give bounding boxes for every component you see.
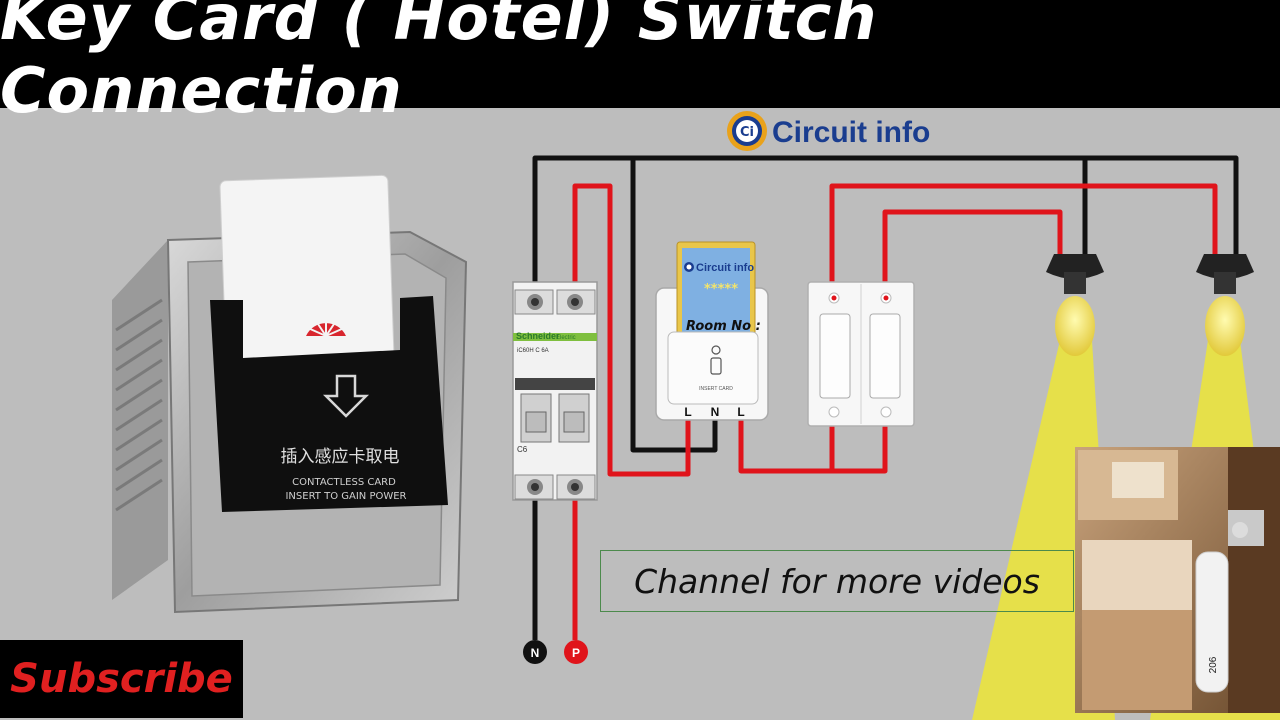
- light-bulb-2: [1196, 254, 1254, 356]
- phase-terminal: P: [564, 640, 588, 664]
- keycard-label-en-2: INSERT TO GAIN POWER: [285, 491, 406, 502]
- channel-promo-text: Channel for more videos: [634, 561, 1040, 601]
- keycard-label-en-1: CONTACTLESS CARD: [292, 477, 396, 488]
- brand-logo-mark: Ci: [740, 125, 754, 140]
- room-card-number: Room No :: [686, 319, 761, 334]
- door-tag-number: 206: [1208, 656, 1219, 673]
- room-card-brand: Circuit info: [696, 262, 754, 274]
- light-switch-2: [869, 313, 901, 399]
- phase-wires: [572, 183, 1218, 640]
- light-bulb-1: [1046, 254, 1104, 356]
- terminal-label-l1: L: [684, 405, 691, 419]
- keycard-product-image: 插入感应卡取电 CONTACTLESS CARD INSERT TO GAIN …: [112, 174, 468, 614]
- down-arrow-icon: [322, 374, 370, 418]
- page-title: Key Card ( Hotel) Switch Connection: [0, 0, 878, 127]
- mcb-sub-brand: Electric: [556, 335, 576, 341]
- room-card-stars: *****: [704, 282, 738, 297]
- light-switch-1: [819, 313, 851, 399]
- neutral-wires: [532, 155, 1239, 640]
- hotel-room-photo: 206: [1075, 447, 1280, 713]
- subscribe-label: Subscribe: [10, 656, 233, 702]
- title-bar: Key Card ( Hotel) Switch Connection: [0, 0, 1280, 127]
- shell-logo: [306, 314, 346, 337]
- brand-name: Circuit info: [772, 116, 930, 149]
- neutral-terminal: N: [523, 640, 547, 664]
- power-icon: [711, 345, 721, 355]
- subscribe-button[interactable]: Subscribe: [0, 640, 243, 718]
- mcb-brand: Schneider: [516, 331, 560, 341]
- mcb-model: iC60H C 6A: [517, 348, 549, 354]
- keycard-switch: Circuit info ***** Room No : INSERT CARD…: [655, 241, 769, 421]
- key-card: [219, 174, 395, 368]
- insert-card-label: INSERT CARD: [699, 386, 733, 392]
- terminal-label-n: N: [711, 405, 720, 419]
- keycard-label-cn: 插入感应卡取电: [281, 447, 400, 467]
- switch-board: [807, 281, 915, 427]
- neutral-terminal-label: N: [531, 646, 540, 660]
- terminal-label-l2: L: [737, 405, 744, 419]
- brand-logo: Ci Circuit info: [727, 111, 930, 151]
- channel-promo-box: Channel for more videos: [600, 550, 1074, 612]
- mcb-rating: C6: [517, 445, 528, 454]
- phase-terminal-label: P: [572, 646, 580, 660]
- mcb-breaker: Schneider Electric iC60H C 6A C6: [512, 281, 598, 501]
